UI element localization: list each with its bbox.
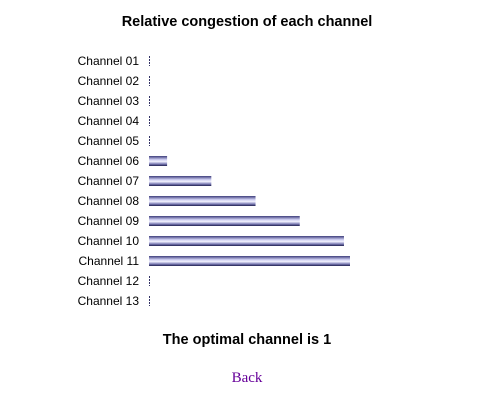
tick-label-9: Channel 09 <box>78 214 140 228</box>
tick-label-1: Channel 01 <box>78 54 140 68</box>
back-link-container: Back <box>0 369 482 387</box>
tick-label-8: Channel 08 <box>78 194 140 208</box>
bar-7 <box>149 176 212 186</box>
tick-label-6: Channel 06 <box>78 154 140 168</box>
bar-6 <box>149 156 168 166</box>
bar-8 <box>149 196 256 206</box>
tick-label-3: Channel 03 <box>78 94 140 108</box>
tick-label-12: Channel 12 <box>78 274 140 288</box>
tick-label-4: Channel 04 <box>78 114 140 128</box>
bar-10 <box>149 236 344 246</box>
tick-label-13: Channel 13 <box>78 294 140 308</box>
tick-label-2: Channel 02 <box>78 74 140 88</box>
optimal-channel-text: The optimal channel is 1 <box>162 332 332 348</box>
bar-11 <box>149 256 350 266</box>
chart-title: Relative congestion of each channel <box>121 14 373 30</box>
back-link[interactable]: Back <box>231 370 263 386</box>
bar-9 <box>149 216 300 226</box>
congestion-bar-chart: Channel 01 Channel 02 Channel 03 Channel 04… <box>78 54 350 308</box>
tick-label-11: Channel 11 <box>79 254 140 268</box>
tick-label-5: Channel 05 <box>78 134 140 148</box>
tick-label-10: Channel 10 <box>78 234 140 248</box>
tick-label-7: Channel 07 <box>78 174 140 188</box>
